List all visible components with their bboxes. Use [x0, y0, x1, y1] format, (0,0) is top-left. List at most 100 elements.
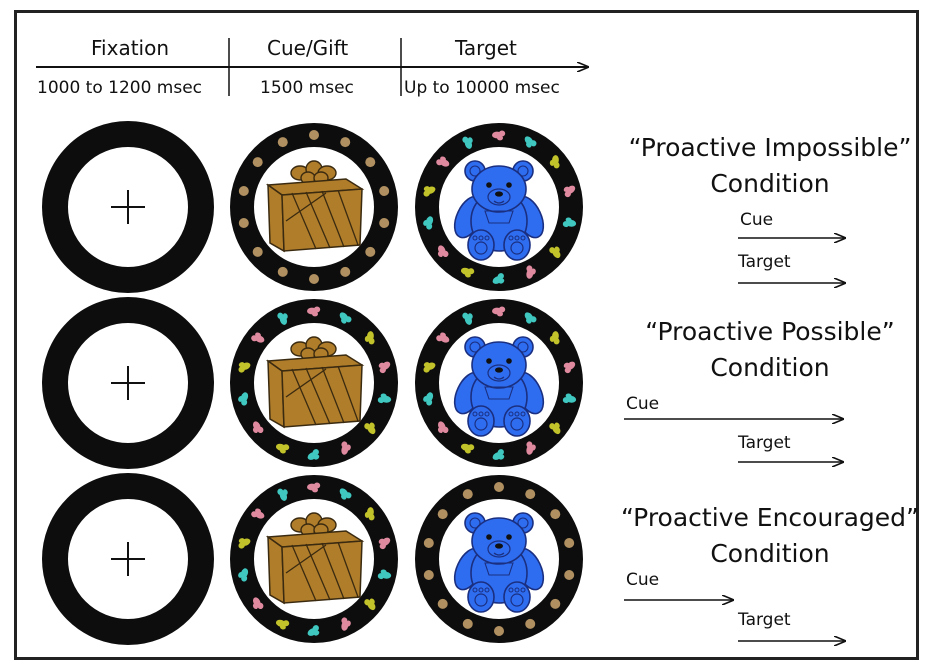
condition-3-arrows — [624, 600, 845, 641]
border-splotch — [377, 569, 392, 580]
border-dot — [277, 137, 288, 148]
border-splotch — [339, 312, 352, 324]
border-splotch — [307, 449, 320, 460]
border-splotch — [307, 625, 320, 636]
border-splotch — [549, 246, 561, 259]
border-splotch — [377, 393, 392, 404]
border-splotch — [492, 449, 505, 460]
border-dot — [277, 266, 288, 277]
border-splotch — [423, 392, 434, 406]
fixation-stimulus — [42, 297, 214, 469]
border-dot — [238, 218, 249, 229]
phase-name-target: Target — [455, 36, 517, 60]
border-dot — [252, 246, 263, 257]
fixation-cross-icon — [111, 190, 145, 224]
fixation-stimulus — [42, 121, 214, 293]
condition-title-line1: “Proactive Encouraged” — [621, 503, 919, 532]
border-splotch — [526, 441, 536, 455]
border-splotch — [378, 537, 391, 550]
border-splotch — [526, 265, 536, 279]
target-bear-stimulus — [415, 475, 583, 643]
border-splotch — [549, 422, 561, 435]
border-splotch — [460, 267, 475, 278]
border-dot — [252, 157, 263, 168]
gift-box-icon — [265, 336, 365, 429]
border-splotch — [549, 331, 560, 345]
border-dot — [238, 185, 249, 196]
phase-name-fixation: Fixation — [91, 36, 170, 60]
condition-1-arrows — [738, 238, 845, 283]
border-dot — [365, 246, 376, 257]
condition-1-title: “Proactive Impossible” Condition — [625, 130, 915, 202]
condition-2-arrows — [624, 419, 843, 462]
border-dot — [494, 626, 504, 636]
condition-title-line2: Condition — [710, 539, 830, 568]
border-splotch — [252, 597, 264, 610]
teddy-bear-icon — [453, 160, 545, 261]
phase-duration-cue: 1500 msec — [260, 78, 354, 98]
cue-gift-stimulus — [230, 475, 398, 643]
phase-name-cue: Cue/Gift — [267, 36, 349, 60]
condition-2-cue-label: Cue — [626, 394, 660, 414]
border-dot — [309, 274, 319, 284]
border-splotch — [462, 312, 473, 325]
border-splotch — [275, 443, 290, 454]
border-splotch — [238, 362, 251, 373]
border-splotch — [364, 507, 375, 521]
border-splotch — [378, 361, 391, 374]
teddy-bear-icon — [453, 512, 545, 613]
border-splotch — [238, 568, 249, 582]
border-splotch — [423, 362, 436, 373]
border-dot — [340, 266, 351, 277]
border-splotch — [277, 312, 288, 325]
fixation-stimulus — [42, 473, 214, 645]
border-splotch — [436, 332, 450, 343]
border-dot — [340, 137, 351, 148]
border-splotch — [341, 441, 351, 455]
condition-1-cue-label: Cue — [740, 210, 774, 230]
border-splotch — [307, 482, 321, 493]
target-bear-stimulus — [415, 123, 583, 291]
condition-title-line1: “Proactive Possible” — [645, 317, 895, 346]
border-splotch — [238, 538, 251, 549]
condition-1-target-label: Target — [738, 252, 791, 272]
border-splotch — [492, 306, 506, 317]
border-splotch — [423, 216, 434, 230]
border-splotch — [562, 217, 577, 228]
border-dot — [462, 618, 473, 629]
border-splotch — [436, 156, 450, 167]
border-dot — [564, 570, 575, 581]
cue-gift-stimulus — [230, 299, 398, 467]
border-splotch — [238, 392, 249, 406]
border-splotch — [524, 136, 537, 148]
target-bear-stimulus — [415, 299, 583, 467]
border-dot — [379, 218, 390, 229]
gift-box-icon — [265, 512, 365, 605]
border-splotch — [549, 155, 560, 169]
border-splotch — [492, 130, 506, 141]
condition-title-line2: Condition — [710, 353, 830, 382]
figure-frame — [14, 10, 919, 660]
border-dot — [437, 598, 448, 609]
stimulus-grid — [42, 121, 583, 645]
cue-gift-stimulus — [230, 123, 398, 291]
border-splotch — [364, 331, 375, 345]
border-splotch — [341, 617, 351, 631]
border-splotch — [252, 421, 264, 434]
border-splotch — [275, 619, 290, 630]
teddy-bear-icon — [453, 336, 545, 437]
border-dot — [423, 570, 434, 581]
border-splotch — [251, 332, 265, 343]
border-splotch — [562, 393, 577, 404]
border-splotch — [251, 508, 265, 519]
border-dot — [365, 157, 376, 168]
border-splotch — [364, 422, 376, 435]
border-splotch — [437, 421, 449, 434]
border-dot — [550, 598, 561, 609]
border-splotch — [462, 136, 473, 149]
phase-duration-target: Up to 10000 msec — [404, 78, 560, 98]
border-dot — [550, 509, 561, 520]
border-splotch — [563, 361, 576, 374]
border-splotch — [492, 273, 505, 284]
condition-2-title: “Proactive Possible” Condition — [625, 314, 915, 386]
